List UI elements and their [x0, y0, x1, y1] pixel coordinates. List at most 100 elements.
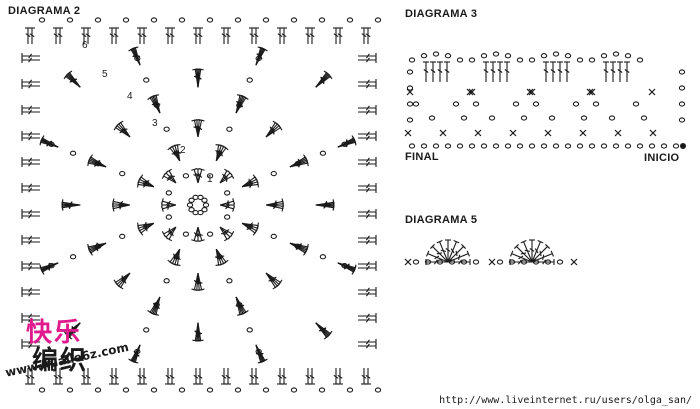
chain-stitch-symbol: [122, 387, 130, 393]
double-crochet-symbol: [447, 243, 467, 263]
chain-stitch-symbol: [94, 387, 102, 393]
chain-stitch-symbol: [165, 190, 172, 196]
single-crochet-symbol: [614, 129, 622, 137]
double-crochet-symbol: [112, 198, 131, 206]
double-crochet-symbol: [315, 204, 335, 211]
double-crochet-symbol: [513, 243, 533, 263]
round-number-1: 1: [207, 174, 213, 185]
chain-stitch-symbol: [201, 197, 208, 203]
chain-stitch-symbol: [173, 150, 180, 156]
chain-stitch-symbol: [178, 17, 186, 23]
chain-stitch-symbol: [492, 51, 500, 57]
double-crochet-symbol: [447, 240, 460, 263]
single-crochet-symbol: [439, 129, 447, 137]
chain-stitch-symbol: [564, 53, 572, 59]
double-crochet-symbol: [57, 27, 63, 44]
double-crochet-symbol: [358, 235, 377, 241]
double-crochet-symbol: [358, 109, 377, 115]
double-crochet-symbol: [315, 73, 333, 88]
single-crochet-symbol: [526, 88, 534, 96]
chain-stitch-symbol: [182, 173, 190, 179]
double-crochet-symbol: [113, 368, 119, 385]
chain-stitch-symbol: [468, 57, 476, 63]
double-crochet-symbol: [543, 61, 549, 82]
chain-stitch-symbol: [532, 259, 540, 265]
chain-stitch-symbol: [182, 231, 190, 237]
double-crochet-symbol: [265, 124, 283, 138]
chain-stitch-symbol: [206, 231, 214, 237]
final-label: FINAL: [405, 151, 439, 163]
chain-stitch-symbol: [346, 387, 354, 393]
chain-stitch-symbol: [520, 115, 528, 121]
single-crochet-symbol: [528, 88, 536, 96]
chain-stitch-symbol: [38, 387, 46, 393]
chain-stitch-symbol: [624, 53, 632, 59]
double-crochet-symbol: [21, 161, 40, 167]
chain-stitch-symbol: [508, 259, 516, 265]
chain-stitch-symbol: [472, 101, 480, 107]
chain-stitch-symbol: [572, 101, 580, 107]
double-crochet-symbol: [61, 199, 81, 206]
diagram-5-edging: [404, 239, 578, 266]
double-crochet-symbol: [564, 61, 570, 82]
double-crochet-symbol: [166, 168, 177, 184]
chain-stitch-symbol: [119, 233, 126, 240]
chain-stitch-symbol: [678, 101, 686, 107]
double-crochet-symbol: [225, 27, 231, 44]
double-crochet-symbol: [358, 291, 377, 297]
double-crochet-symbol: [53, 27, 59, 44]
chain-stitch-symbol: [94, 17, 102, 23]
double-crochet-symbol: [113, 272, 131, 286]
double-crochet-symbol: [309, 27, 315, 44]
chain-stitch-symbol: [588, 143, 596, 149]
double-crochet-symbol: [21, 83, 40, 89]
chain-stitch-symbol: [270, 170, 277, 177]
start-marker-dot: [680, 143, 686, 149]
double-crochet-symbol: [358, 183, 377, 189]
double-crochet-symbol: [358, 105, 377, 111]
chain-stitch-symbol: [444, 53, 452, 59]
double-crochet-symbol: [358, 313, 377, 319]
double-crochet-symbol: [423, 61, 429, 82]
double-crochet-symbol: [141, 368, 147, 385]
chain-stitch-symbol: [38, 17, 46, 23]
chain-stitch-symbol: [412, 101, 420, 107]
single-crochet-symbol: [474, 129, 482, 137]
chain-stitch-symbol: [456, 57, 464, 63]
double-crochet-symbol: [21, 109, 40, 115]
chain-stitch-symbol: [143, 223, 150, 230]
chain-stitch-symbol: [163, 126, 170, 132]
chain-stitch-symbol: [255, 55, 262, 62]
chain-stitch-symbol: [540, 53, 548, 59]
double-crochet-symbol: [529, 239, 535, 262]
edging-arch: [586, 51, 656, 121]
double-crochet-symbol: [531, 250, 554, 263]
chain-stitch-symbol: [492, 143, 500, 149]
chain-stitch-symbol: [540, 143, 548, 149]
chain-stitch-symbol: [504, 53, 512, 59]
chain-stitch-symbol: [504, 143, 512, 149]
double-crochet-symbol: [337, 368, 343, 385]
chain-stitch-symbol: [374, 387, 382, 393]
chain-stitch-symbol: [468, 143, 476, 149]
double-crochet-symbol: [253, 27, 259, 44]
chain-stitch-symbol: [648, 143, 656, 149]
single-crochet-symbol: [648, 88, 656, 96]
round-number-4: 4: [127, 91, 133, 102]
double-crochet-symbol: [281, 27, 287, 44]
double-crochet-symbol: [358, 187, 377, 193]
double-crochet-symbol: [197, 119, 205, 138]
double-crochet-symbol: [197, 226, 205, 242]
chain-stitch-symbol: [412, 259, 420, 265]
double-crochet-symbol: [358, 261, 377, 267]
chain-stitch-symbol: [420, 53, 428, 59]
chain-stitch-symbol: [406, 69, 414, 75]
double-crochet-symbol: [358, 239, 377, 245]
chain-stitch-symbol: [290, 387, 298, 393]
chain-stitch-symbol: [69, 150, 77, 156]
double-crochet-symbol: [531, 240, 544, 263]
chain-stitch-symbol: [548, 115, 556, 121]
double-crochet-symbol: [520, 240, 533, 263]
chain-stitch-symbol: [270, 233, 277, 240]
double-crochet-symbol: [21, 57, 40, 63]
